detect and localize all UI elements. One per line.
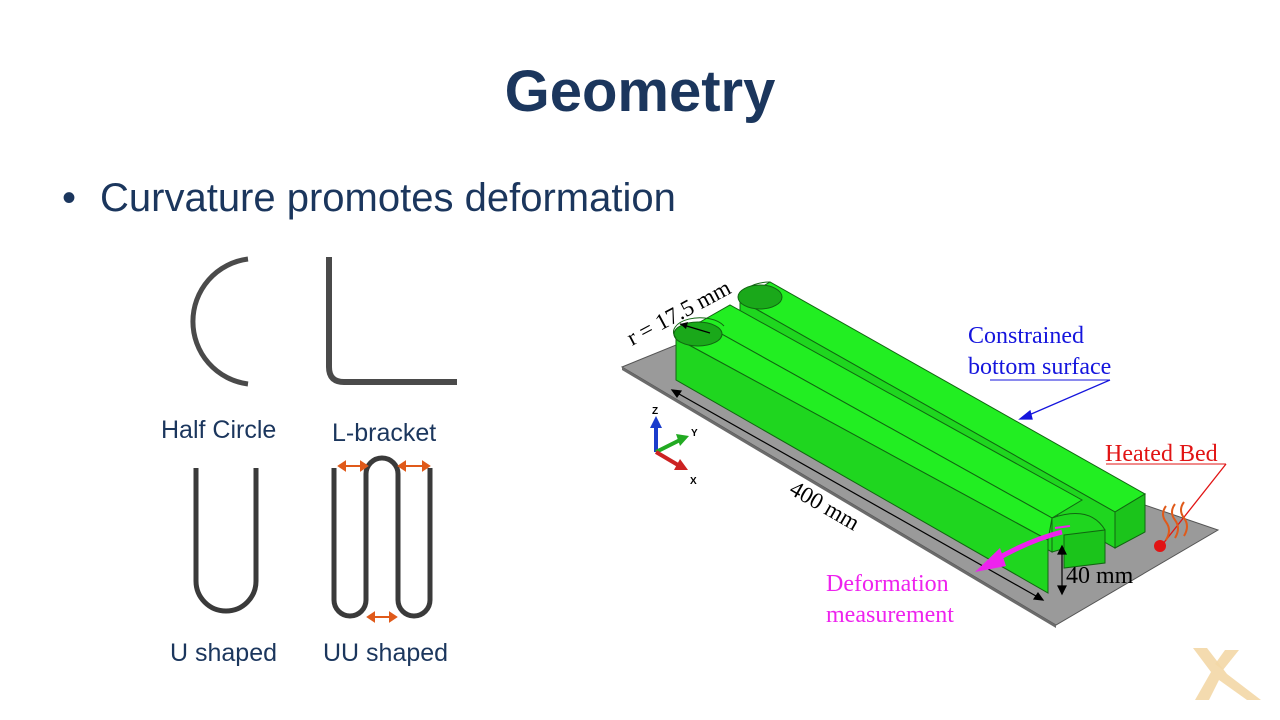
- slide-title: Geometry: [504, 59, 776, 124]
- axis-x-label: X: [690, 476, 697, 487]
- uu-spacing-arrows: [337, 460, 431, 623]
- height-dimension: [1057, 544, 1067, 596]
- constrained-label-line1: Constrained: [968, 323, 1084, 349]
- uu-shape: [331, 455, 433, 619]
- bullet-dot-icon: •: [62, 176, 77, 220]
- label-u-shaped: U shaped: [170, 639, 278, 667]
- deformation-label-line2: measurement: [826, 602, 954, 629]
- length-dimension: [670, 389, 1045, 601]
- uu-part: [673, 281, 1146, 594]
- deformation-arrow: [975, 525, 1071, 572]
- axis-y-label: Y: [691, 428, 698, 439]
- heat-waves-icon: [1162, 501, 1188, 541]
- heated-bed-edge: [622, 367, 1056, 628]
- label-uu-shaped: UU shaped: [323, 639, 449, 667]
- label-half-circle: Half Circle: [161, 416, 277, 444]
- axis-triad-icon: [650, 416, 689, 470]
- heated-bed-label: Heated Bed: [1105, 441, 1218, 467]
- deformation-label: Deformation measurement: [826, 569, 954, 631]
- axis-z-label: Z: [652, 406, 658, 417]
- label-l-bracket: L-bracket: [332, 419, 437, 447]
- constrained-arrow: [1018, 379, 1111, 420]
- deformation-label-line1: Deformation: [826, 571, 949, 597]
- height-label: 40 mm: [1066, 563, 1134, 589]
- constrained-label: Constrained bottom surface: [968, 321, 1111, 383]
- heated-bed-dot: [1154, 540, 1166, 552]
- u-shape: [193, 468, 259, 614]
- x-logo-icon: [1193, 648, 1261, 700]
- l-bracket-shape: [326, 257, 457, 385]
- bullet-text: Curvature promotes deformation: [100, 176, 676, 220]
- constrained-label-line2: bottom surface: [968, 354, 1112, 381]
- half-circle-shape: [190, 256, 249, 387]
- bullet-item: • Curvature promotes deformation: [62, 176, 676, 221]
- heated-bed-leader: [1161, 463, 1227, 546]
